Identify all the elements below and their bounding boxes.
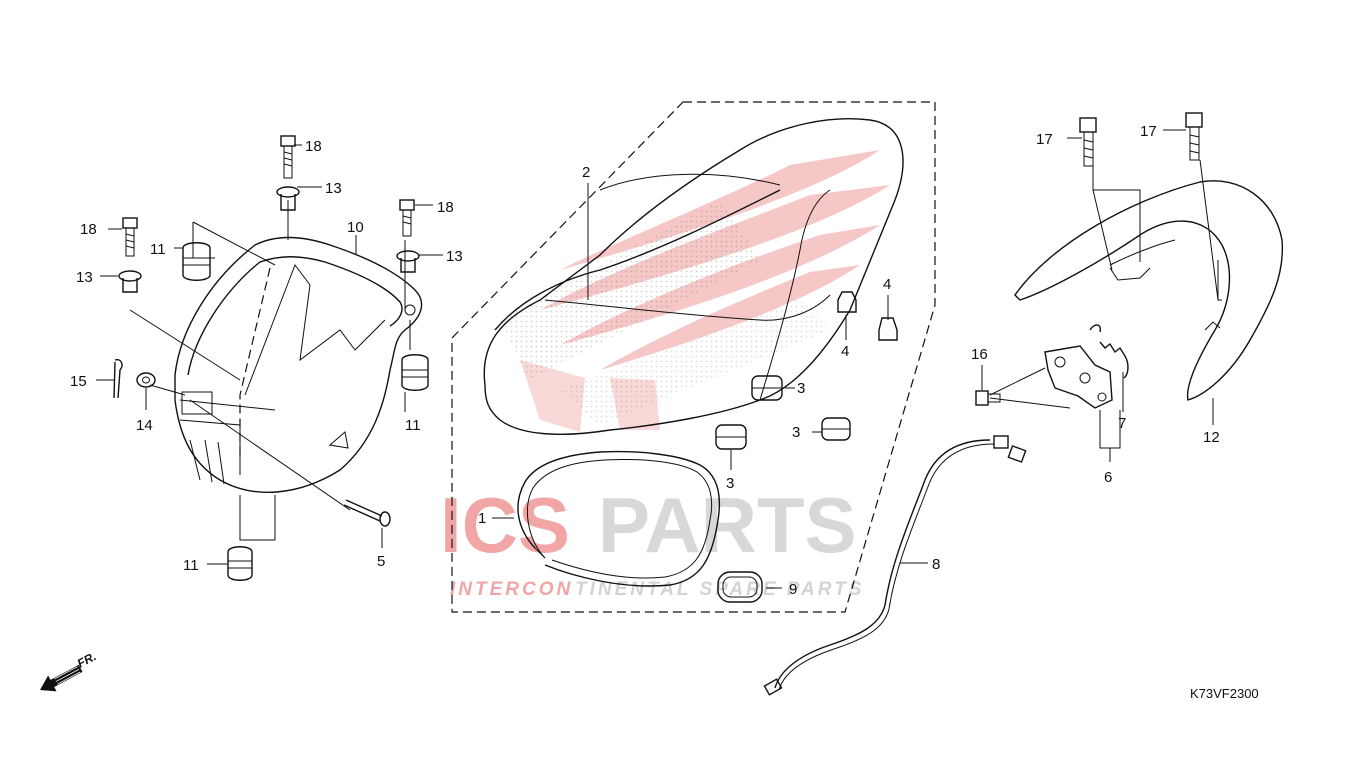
cushion-part-4-b[interactable]: [878, 317, 898, 341]
bolt-part-18-c[interactable]: [399, 199, 415, 237]
callout-17-a[interactable]: 17: [1036, 131, 1053, 148]
collar-part-13-a[interactable]: [118, 270, 142, 293]
front-direction-indicator: FR.: [40, 649, 98, 692]
callout-18-b[interactable]: 18: [305, 138, 322, 155]
seat-lock-part-6[interactable]: [1044, 345, 1113, 409]
callout-11-c[interactable]: 11: [183, 557, 199, 574]
callout-18-a[interactable]: 18: [80, 221, 97, 238]
seal-part-1[interactable]: [517, 450, 721, 587]
callout-5[interactable]: 5: [377, 553, 385, 570]
callout-3-b[interactable]: 3: [726, 475, 734, 492]
washer-part-14[interactable]: [136, 372, 156, 388]
callout-11-b[interactable]: 11: [405, 417, 421, 434]
callout-8[interactable]: 8: [932, 556, 940, 573]
callout-3-c[interactable]: 3: [792, 424, 800, 441]
cable-part-8[interactable]: [763, 435, 1027, 696]
damper-part-3-b[interactable]: [715, 424, 747, 450]
luggage-box-leaders: [129, 200, 411, 541]
watermark-brand-gray: PARTS: [598, 481, 857, 569]
callout-7[interactable]: 7: [1118, 415, 1126, 432]
bolt-part-17-b[interactable]: [1185, 112, 1203, 161]
callout-3-a[interactable]: 3: [797, 380, 805, 397]
damper-part-3-a[interactable]: [751, 375, 783, 401]
grommet-part-11-a[interactable]: [182, 242, 211, 281]
callout-15[interactable]: 15: [70, 373, 87, 390]
callout-13-a[interactable]: 13: [76, 269, 93, 286]
callout-4-a[interactable]: 4: [883, 276, 891, 293]
collar-part-13-c[interactable]: [396, 250, 420, 273]
callout-4-b[interactable]: 4: [841, 343, 849, 360]
spring-part-7[interactable]: [1089, 324, 1129, 379]
callout-12[interactable]: 12: [1203, 429, 1220, 446]
callout-14[interactable]: 14: [136, 417, 153, 434]
callout-1[interactable]: 1: [478, 510, 486, 527]
grommet-part-11-b[interactable]: [401, 354, 429, 391]
grab-rail-part-12[interactable]: [1014, 180, 1284, 401]
bolt-part-18-a[interactable]: [122, 217, 138, 257]
pin-part-5[interactable]: [343, 499, 391, 527]
bolt-part-17-a[interactable]: [1079, 117, 1097, 167]
callout-17-b[interactable]: 17: [1140, 123, 1157, 140]
damper-part-3-c[interactable]: [821, 417, 851, 441]
bolt-part-18-b[interactable]: [280, 135, 296, 179]
grommet-part-11-c[interactable]: [227, 546, 253, 581]
callout-2[interactable]: 2: [582, 164, 590, 181]
arrow-left-icon: [40, 664, 83, 692]
callout-13-b[interactable]: 13: [325, 180, 342, 197]
callouts: 1 2 3 3 3 4 4 5 6 7 8 9 10 11 11 11 12 1…: [70, 123, 1220, 598]
cushion-part-4-a[interactable]: [837, 291, 857, 313]
callout-9[interactable]: 9: [789, 581, 797, 598]
watermark-tagline-red: INTERCON: [450, 579, 573, 600]
collar-part-13-b[interactable]: [276, 186, 300, 211]
bolt-part-16[interactable]: [975, 390, 1001, 406]
diagram-code: K73VF2300: [1190, 686, 1259, 701]
callout-18-c[interactable]: 18: [437, 199, 454, 216]
callout-6[interactable]: 6: [1104, 469, 1112, 486]
callout-10[interactable]: 10: [347, 219, 364, 236]
seat-part-2[interactable]: [483, 118, 904, 436]
callout-11-a[interactable]: 11: [150, 241, 166, 258]
cotter-pin-part-15[interactable]: [113, 358, 123, 399]
leader-lines: [96, 129, 1222, 589]
seat-group-outline: [451, 101, 936, 613]
callout-16[interactable]: 16: [971, 346, 988, 363]
callout-13-c[interactable]: 13: [446, 248, 463, 265]
watermark-brand-red: ICS: [440, 481, 570, 569]
luggage-box-part-10[interactable]: [174, 236, 423, 494]
gasket-part-9[interactable]: [717, 571, 763, 603]
